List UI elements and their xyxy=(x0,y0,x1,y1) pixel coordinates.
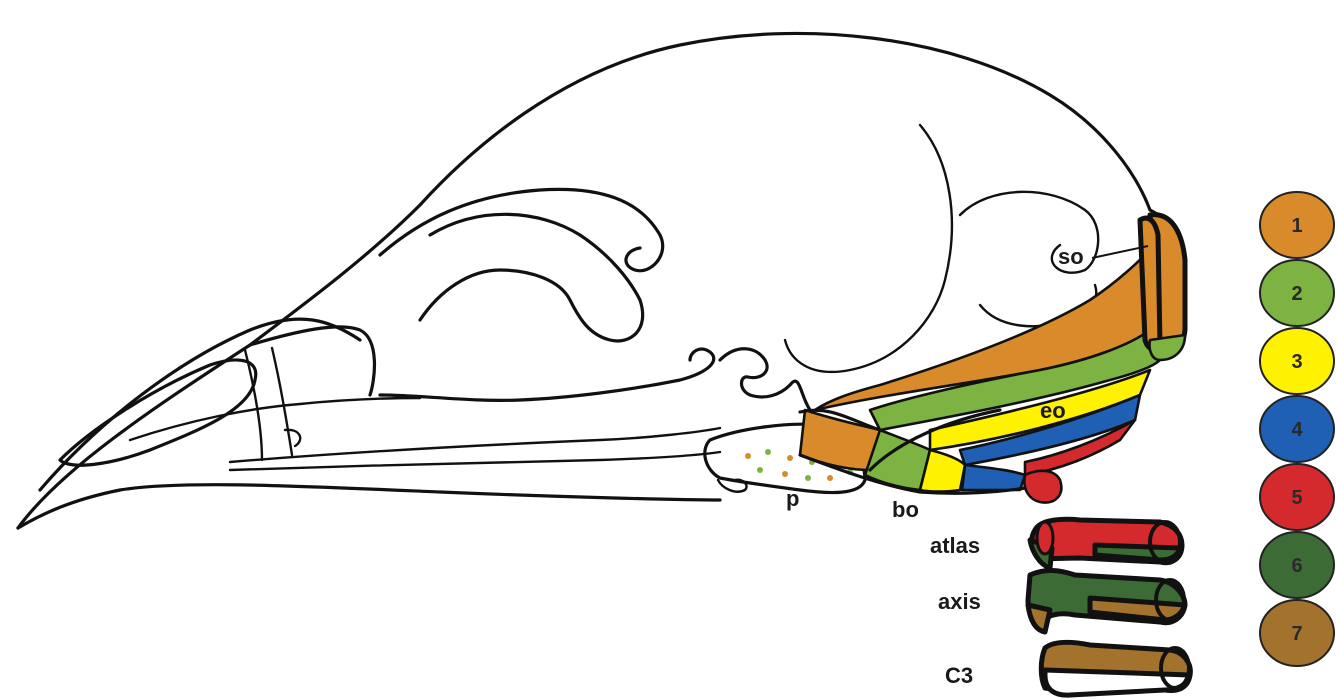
label-p: p xyxy=(786,486,799,511)
key-swatch-2: 2 xyxy=(1260,260,1334,326)
orbit xyxy=(420,214,643,341)
c3-vertebra xyxy=(1041,642,1190,695)
label-atlas: atlas xyxy=(930,533,980,558)
segment-4-blue-bo xyxy=(962,465,1025,490)
label-so: so xyxy=(1058,244,1084,269)
vertebrae xyxy=(1028,519,1190,695)
key-swatch-label: 2 xyxy=(1291,283,1302,305)
occipital-segments xyxy=(800,215,1185,503)
key-swatch-label: 6 xyxy=(1291,555,1302,577)
beak-inner-line xyxy=(130,398,420,440)
atlas-vertebra xyxy=(1030,519,1182,568)
key-swatch-7: 7 xyxy=(1260,600,1334,666)
label-bo: bo xyxy=(892,497,919,522)
label-c3: C3 xyxy=(945,663,973,688)
beak-lower-edge xyxy=(18,485,720,528)
jugal-lower xyxy=(230,452,720,470)
key-swatch-5: 5 xyxy=(1260,464,1334,530)
quadrate xyxy=(720,349,810,410)
axis-brown-lower xyxy=(1028,605,1050,632)
key-swatch-3: 3 xyxy=(1260,328,1334,394)
key-swatch-1: 1 xyxy=(1260,192,1334,258)
key-swatch-label: 5 xyxy=(1291,487,1302,509)
key-swatch-6: 6 xyxy=(1260,532,1334,598)
atlas-green-right xyxy=(1095,545,1180,560)
so-column-inner xyxy=(1140,218,1160,349)
atlas-facet xyxy=(1037,522,1053,554)
so-green-cap xyxy=(1149,335,1185,360)
cranium-inner xyxy=(785,125,952,372)
c3-white-lower xyxy=(1045,670,1190,695)
color-key: 1 2 3 4 5 6 7 xyxy=(1260,192,1334,666)
key-swatch-label: 1 xyxy=(1291,215,1302,237)
label-axis: axis xyxy=(938,589,981,614)
key-swatch-label: 7 xyxy=(1291,623,1302,645)
label-eo: eo xyxy=(1040,398,1066,423)
key-swatch-4: 4 xyxy=(1260,396,1334,462)
key-swatch-label: 3 xyxy=(1291,351,1302,373)
nasal-opening xyxy=(60,360,256,465)
palatine-bar xyxy=(380,349,714,400)
axis-vertebra xyxy=(1028,570,1185,632)
segment-5-red-condyle xyxy=(1024,471,1061,503)
key-swatch-label: 4 xyxy=(1291,419,1303,441)
